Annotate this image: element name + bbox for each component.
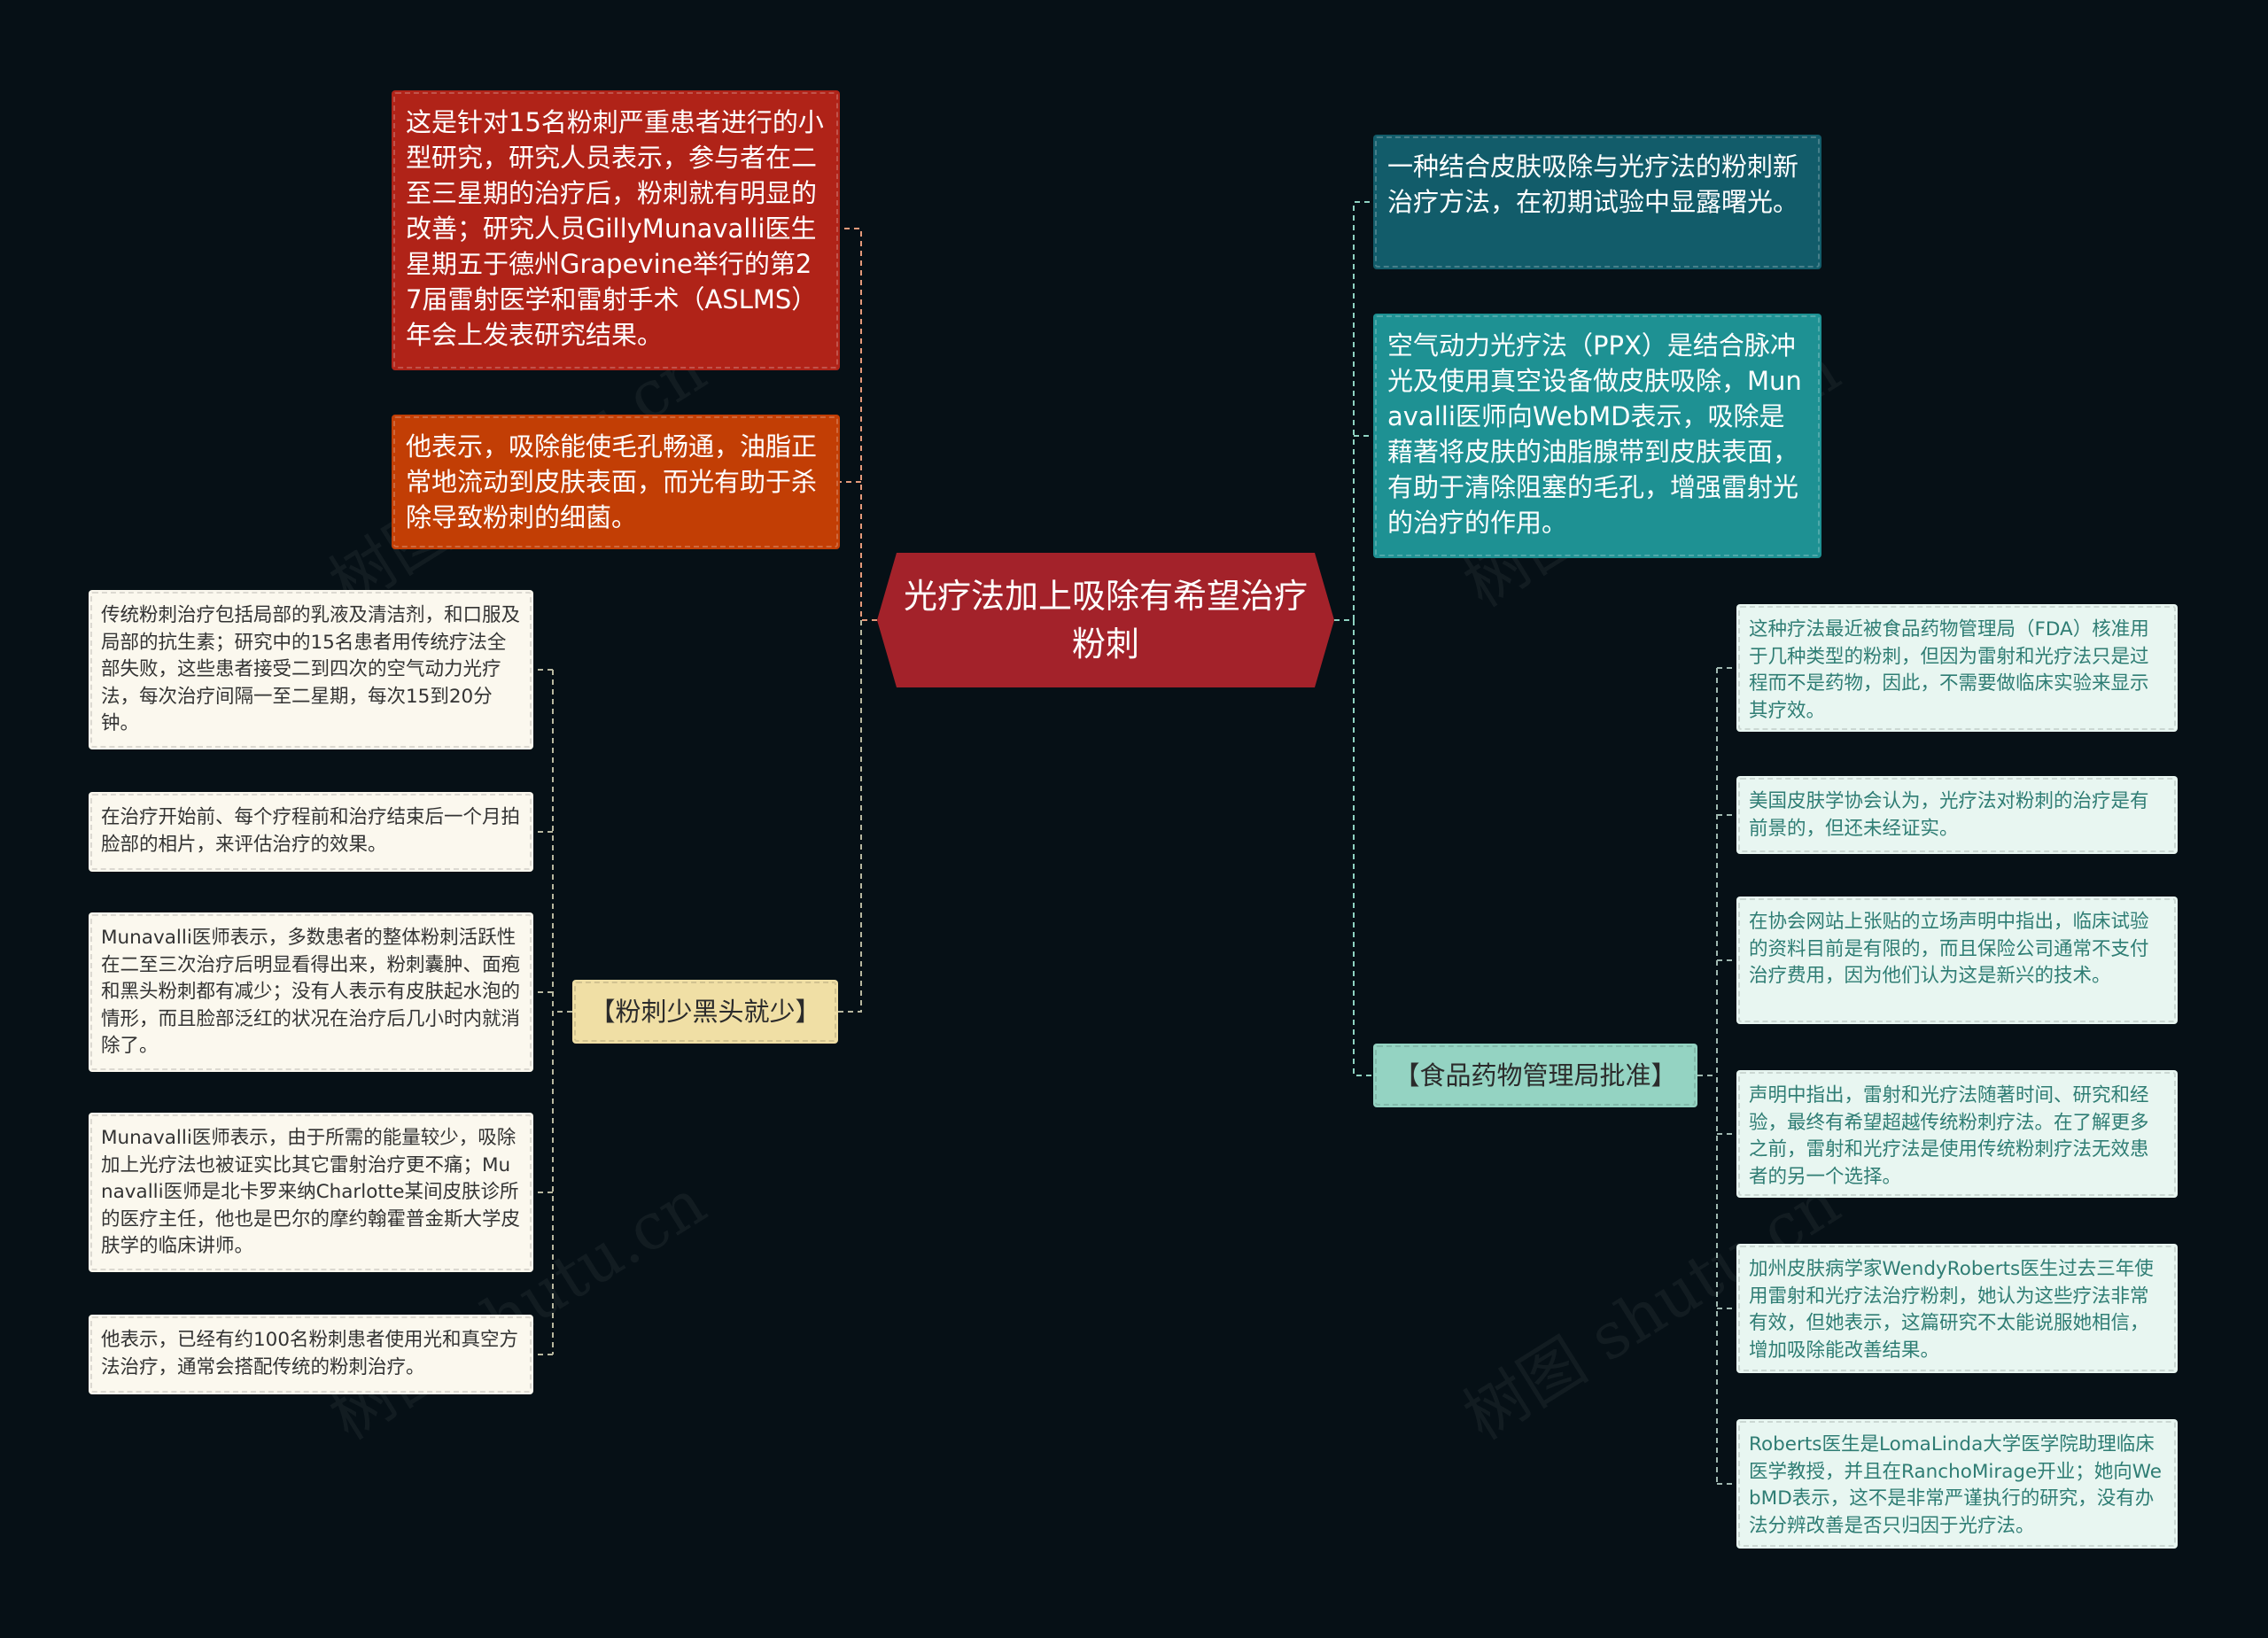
right-leaf-5[interactable]: 加州皮肤病学家WendyRoberts医生过去三年使用雷射和光疗法治疗粉刺，她认…: [1736, 1244, 2178, 1373]
left-leaf-1-text: 传统粉刺治疗包括局部的乳液及清洁剂，和口服及局部的抗生素；研究中的15名患者用传…: [101, 604, 521, 734]
right-leaf-1[interactable]: 这种疗法最近被食品药物管理局（FDA）核准用于几种类型的粉刺，但因为雷射和光疗法…: [1736, 604, 2178, 732]
central-topic-shape: [877, 553, 1334, 687]
right-branch-ppx-text: 空气动力光疗法（PPX）是结合脉冲光及使用真空设备做皮肤吸除，Munavalli…: [1387, 330, 1802, 538]
left-category-label-text: 【粉刺少黑头就少】: [589, 997, 821, 1027]
right-leaf-3[interactable]: 在协会网站上张贴的立场声明中指出，临床试验的资料目前是有限的，而且保险公司通常不…: [1736, 897, 2178, 1024]
central-topic-title: 光疗法加上吸除有希望治疗粉刺: [904, 577, 1309, 664]
central-topic[interactable]: 光疗法加上吸除有希望治疗粉刺: [877, 553, 1334, 687]
right-leaf-3-text: 在协会网站上张贴的立场声明中指出，临床试验的资料目前是有限的，而且保险公司通常不…: [1749, 911, 2149, 987]
right-leaf-4[interactable]: 声明中指出，雷射和光疗法随著时间、研究和经验，最终有希望超越传统粉刺疗法。在了解…: [1736, 1070, 2178, 1198]
connector-left-study: [840, 228, 877, 621]
left-leaf-3[interactable]: Munavalli医师表示，多数患者的整体粉刺活跃性在二至三次治疗后明显看得出来…: [89, 912, 533, 1072]
right-leaf-6-text: Roberts医生是LomaLinda大学医学院助理临床医学教授，并且在Ranc…: [1749, 1433, 2163, 1537]
right-leaf-6[interactable]: Roberts医生是LomaLinda大学医学院助理临床医学教授，并且在Ranc…: [1736, 1419, 2178, 1549]
right-leaf-5-text: 加州皮肤病学家WendyRoberts医生过去三年使用雷射和光疗法治疗粉刺，她认…: [1749, 1258, 2154, 1362]
right-leaf-4-text: 声明中指出，雷射和光疗法随著时间、研究和经验，最终有希望超越传统粉刺疗法。在了解…: [1749, 1084, 2149, 1188]
left-category-label[interactable]: 【粉刺少黑头就少】: [572, 980, 838, 1044]
connector-left-category: [838, 620, 862, 1013]
left-leaf-2-text: 在治疗开始前、每个疗程前和治疗结束后一个月拍脸部的相片，来评估治疗的效果。: [101, 806, 521, 856]
left-leaf-4-text: Munavalli医师表示，由于所需的能量较少，吸除加上光疗法也被证实比其它雷射…: [101, 1127, 521, 1257]
right-branch-new-treatment[interactable]: 一种结合皮肤吸除与光疗法的粉刺新治疗方法，在初期试验中显露曙光。: [1373, 135, 1821, 269]
right-branch-ppx[interactable]: 空气动力光疗法（PPX）是结合脉冲光及使用真空设备做皮肤吸除，Munavalli…: [1373, 314, 1821, 558]
left-leaf-4[interactable]: Munavalli医师表示，由于所需的能量较少，吸除加上光疗法也被证实比其它雷射…: [89, 1113, 533, 1272]
right-leaf-2-text: 美国皮肤学协会认为，光疗法对粉刺的治疗是有前景的，但还未经证实。: [1749, 790, 2149, 840]
left-branch-study-text: 这是针对15名粉刺严重患者进行的小型研究，研究人员表示，参与者在二至三星期的治疗…: [406, 107, 824, 350]
connector-right-new-treatment: [1334, 201, 1373, 621]
left-leaf-5[interactable]: 他表示，已经有约100名粉刺患者使用光和真空方法治疗，通常会搭配传统的粉刺治疗。: [89, 1315, 533, 1394]
right-leaf-1-text: 这种疗法最近被食品药物管理局（FDA）核准用于几种类型的粉刺，但因为雷射和光疗法…: [1749, 618, 2149, 722]
right-category-label[interactable]: 【食品药物管理局批准】: [1373, 1044, 1697, 1107]
left-branch-suction-text: 他表示，吸除能使毛孔畅通，油脂正常地流动到皮肤表面，而光有助于杀除导致粉刺的细菌…: [406, 431, 818, 532]
right-category-label-text: 【食品药物管理局批准】: [1394, 1060, 1677, 1091]
left-branch-study[interactable]: 这是针对15名粉刺严重患者进行的小型研究，研究人员表示，参与者在二至三星期的治疗…: [392, 90, 840, 370]
left-leaf-5-text: 他表示，已经有约100名粉刺患者使用光和真空方法治疗，通常会搭配传统的粉刺治疗。: [101, 1329, 519, 1378]
left-leaf-1[interactable]: 传统粉刺治疗包括局部的乳液及清洁剂，和口服及局部的抗生素；研究中的15名患者用传…: [89, 590, 533, 749]
left-leaf-2[interactable]: 在治疗开始前、每个疗程前和治疗结束后一个月拍脸部的相片，来评估治疗的效果。: [89, 792, 533, 872]
right-branch-new-treatment-text: 一种结合皮肤吸除与光疗法的粉刺新治疗方法，在初期试验中显露曙光。: [1387, 151, 1799, 217]
left-branch-suction[interactable]: 他表示，吸除能使毛孔畅通，油脂正常地流动到皮肤表面，而光有助于杀除导致粉刺的细菌…: [392, 415, 840, 549]
left-leaf-3-text: Munavalli医师表示，多数患者的整体粉刺活跃性在二至三次治疗后明显看得出来…: [101, 927, 521, 1057]
connector-right-category: [1353, 620, 1373, 1076]
right-leaf-2[interactable]: 美国皮肤学协会认为，光疗法对粉刺的治疗是有前景的，但还未经证实。: [1736, 776, 2178, 854]
